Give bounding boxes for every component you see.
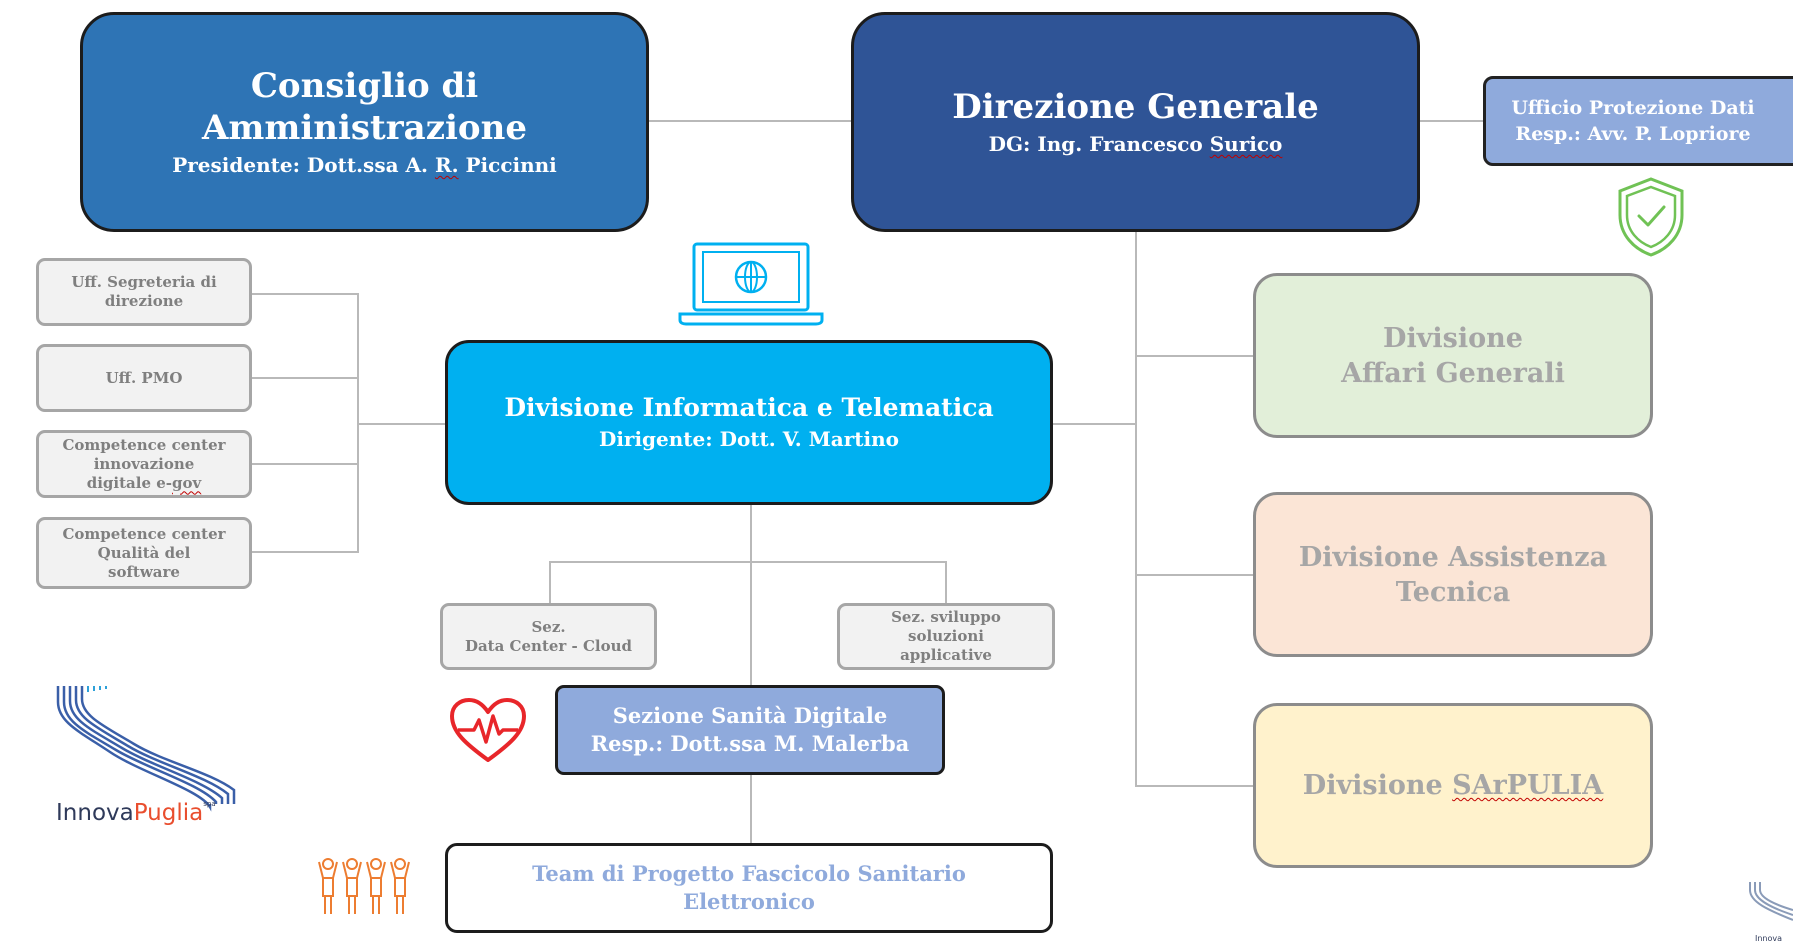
assistenza-line1: Divisione Assistenza bbox=[1298, 541, 1608, 573]
direzione-generale-box[interactable]: Direzione Generale DG: Ing. Francesco Su… bbox=[851, 12, 1420, 232]
staff-office-label-flag: gov bbox=[172, 473, 202, 492]
shield-check-icon bbox=[1618, 177, 1684, 257]
section-datacenter-cloud[interactable]: Sez. Data Center - Cloud bbox=[440, 603, 657, 670]
logo-text-tm: spa bbox=[203, 800, 216, 808]
staff-office-label: Uff. PMO bbox=[105, 368, 183, 387]
connector-sviluppo-up bbox=[945, 561, 947, 603]
upd-line2: Resp.: Avv. P. Lopriore bbox=[1515, 123, 1751, 145]
connector-sections-horizontal bbox=[549, 561, 947, 563]
sanita-line2: Resp.: Dott.ssa M. Malerba bbox=[590, 731, 910, 756]
connector-staff-4 bbox=[252, 551, 357, 553]
heart-pulse-icon bbox=[450, 698, 526, 762]
staff-office-label: Competence center bbox=[62, 524, 226, 543]
connector-trunk-assistenza bbox=[1135, 574, 1253, 576]
staff-office-label: software bbox=[108, 562, 180, 581]
sarpulia-label-pre: Divisione bbox=[1302, 770, 1453, 801]
informatica-subtitle: Dirigente: Dott. V. Martino bbox=[598, 426, 900, 451]
logo-text-main: Innova bbox=[56, 800, 134, 826]
affari-line2: Affari Generali bbox=[1341, 357, 1565, 389]
section-label: Sez. sviluppo bbox=[891, 608, 1001, 626]
direzione-title: Direzione Generale bbox=[952, 87, 1319, 127]
staff-office-label: digitale e-gov bbox=[87, 474, 201, 493]
staff-office-label: direzione bbox=[104, 292, 184, 310]
affari-line1: Divisione bbox=[1383, 322, 1523, 354]
consiglio-subtitle: Presidente: Dott.ssa A. R. Piccinni bbox=[172, 151, 557, 179]
consiglio-title-line1: Consiglio di bbox=[250, 66, 479, 106]
connector-dit-down bbox=[750, 505, 752, 685]
team-people-icon bbox=[318, 858, 410, 914]
connector-sanita-team bbox=[750, 775, 752, 843]
connector-datacenter-up bbox=[549, 561, 551, 603]
team-line1: Team di Progetto Fascicolo Sanitario bbox=[532, 861, 966, 886]
connector-dg-upd bbox=[1420, 120, 1483, 122]
sarpulia-label: Divisione SArPULIA bbox=[1303, 768, 1603, 803]
connector-staff-3 bbox=[252, 463, 357, 465]
sezione-sanita-digitale-box[interactable]: Sezione Sanità Digitale Resp.: Dott.ssa … bbox=[555, 685, 945, 775]
informatica-title: Divisione Informatica e Telematica bbox=[504, 392, 994, 422]
direzione-subtitle-pre: DG: Ing. Francesco bbox=[988, 132, 1210, 156]
staff-office-label: Qualità del bbox=[97, 543, 191, 562]
connector-cda-dg bbox=[649, 120, 851, 122]
connector-trunk-sarpulia bbox=[1135, 785, 1253, 787]
corner-logo-text: Innova bbox=[1755, 934, 1783, 943]
connector-trunk-affari bbox=[1135, 355, 1253, 357]
innovapuglia-logo bbox=[56, 686, 236, 812]
staff-office-label: Competence center bbox=[62, 435, 226, 454]
consiglio-subtitle-pre: Presidente: Dott.ssa A. bbox=[172, 153, 435, 177]
laptop-globe-icon bbox=[678, 242, 824, 326]
innovapuglia-corner-logo bbox=[1749, 882, 1793, 921]
staff-office-pmo[interactable]: Uff. PMO bbox=[36, 344, 252, 412]
consiglio-amministrazione-box[interactable]: Consiglio di Amministrazione Presidente:… bbox=[80, 12, 649, 232]
sarpulia-label-flag: SArPULIA bbox=[1452, 770, 1604, 801]
sanita-line1: Sezione Sanità Digitale bbox=[612, 703, 888, 728]
divisione-informatica-box[interactable]: Divisione Informatica e Telematica Dirig… bbox=[445, 340, 1053, 505]
innovapuglia-logo-text: InnovaPugliaspa bbox=[56, 800, 216, 826]
consiglio-title-line2: Amministrazione bbox=[202, 108, 527, 148]
logo-text-accent: Puglia bbox=[133, 800, 204, 826]
divisione-sarpulia-box[interactable]: Divisione SArPULIA bbox=[1253, 703, 1653, 868]
ufficio-protezione-dati-box[interactable]: Ufficio Protezione Dati Resp.: Avv. P. L… bbox=[1483, 76, 1793, 166]
section-label: Data Center - Cloud bbox=[464, 636, 633, 655]
divisione-affari-generali-box[interactable]: Divisione Affari Generali bbox=[1253, 273, 1653, 438]
direzione-subtitle: DG: Ing. Francesco Surico bbox=[989, 130, 1283, 158]
direzione-subtitle-flag: Surico bbox=[1209, 132, 1283, 156]
connector-dit-trunk bbox=[1053, 423, 1135, 425]
assistenza-line2: Tecnica bbox=[1395, 576, 1511, 608]
section-label: Sez. bbox=[531, 617, 566, 636]
staff-office-label: Uff. Segreteria di bbox=[71, 273, 217, 291]
connector-staff-dit bbox=[357, 423, 445, 425]
staff-office-label-pre: digitale e- bbox=[86, 473, 173, 492]
upd-line1: Ufficio Protezione Dati bbox=[1511, 97, 1755, 119]
staff-office-cc-qualita[interactable]: Competence center Qualità del software bbox=[36, 517, 252, 589]
staff-office-cc-egov[interactable]: Competence center innovazione digitale e… bbox=[36, 430, 252, 498]
connector-dg-trunk bbox=[1135, 232, 1137, 786]
section-sviluppo-soluzioni[interactable]: Sez. sviluppo soluzioni applicative bbox=[837, 603, 1055, 670]
consiglio-subtitle-flag: R. bbox=[434, 153, 459, 177]
connector-staff-1 bbox=[252, 293, 357, 295]
staff-office-label: innovazione bbox=[93, 454, 195, 473]
consiglio-subtitle-post: Piccinni bbox=[458, 153, 557, 177]
section-label: applicative bbox=[900, 646, 992, 664]
section-label: soluzioni bbox=[908, 627, 984, 645]
team-progetto-fse-box[interactable]: Team di Progetto Fascicolo Sanitario Ele… bbox=[445, 843, 1053, 933]
team-line2: Elettronico bbox=[683, 889, 815, 914]
connector-staff-2 bbox=[252, 377, 357, 379]
staff-office-segreteria[interactable]: Uff. Segreteria di direzione bbox=[36, 258, 252, 326]
divisione-assistenza-tecnica-box[interactable]: Divisione Assistenza Tecnica bbox=[1253, 492, 1653, 657]
